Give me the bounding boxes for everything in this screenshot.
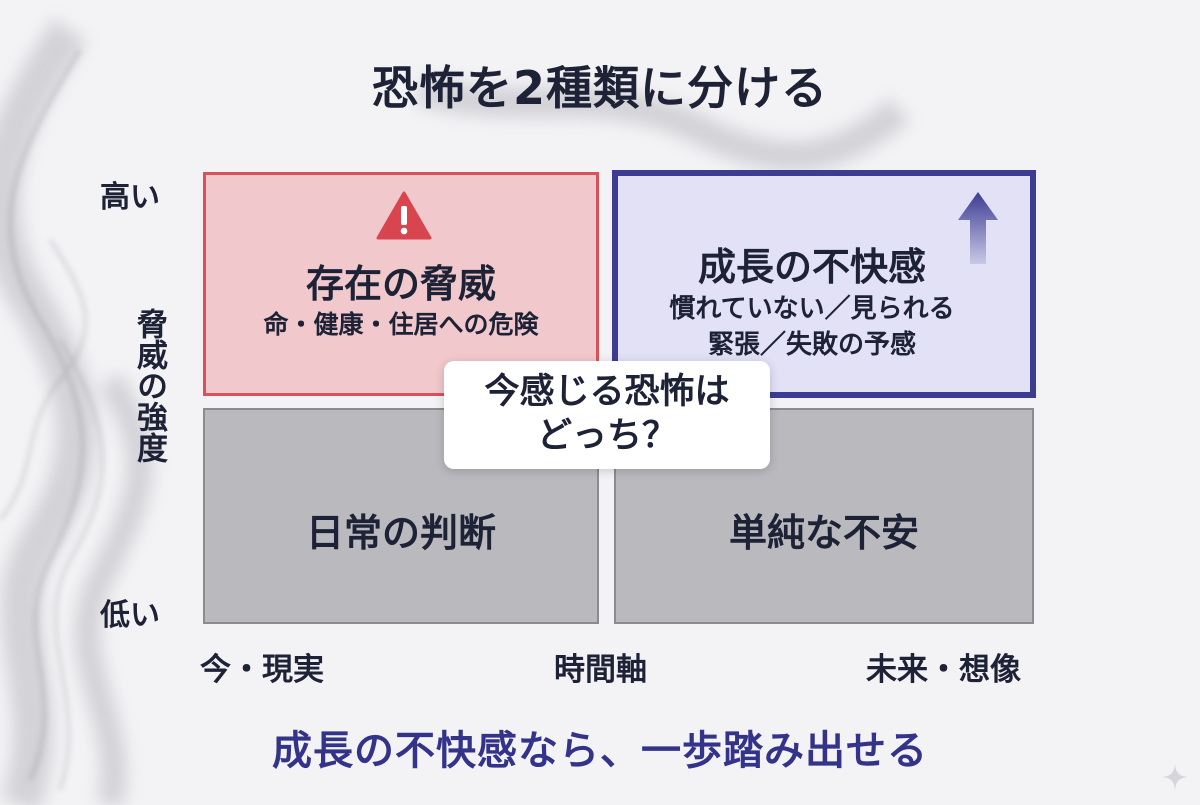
center-question-box: 今感じる恐怖は どっち？ — [444, 361, 770, 469]
x-axis-right-label: 未来・想像 — [866, 652, 1021, 688]
question-line-2: どっち？ — [536, 416, 677, 456]
quadrant-subtitle: 命・健康・住居への危険 — [263, 310, 539, 339]
footer-message: 成長の不快感なら、一歩踏み出せる — [272, 728, 928, 774]
quadrant-existential-threat: 存在の脅威 命・健康・住居への危険 — [203, 172, 599, 396]
y-axis-label: 脅威の強度 — [131, 308, 167, 463]
quadrant-title: 日常の判断 — [305, 511, 496, 555]
sparkle-icon — [1162, 764, 1188, 790]
arrow-up-icon — [958, 192, 998, 264]
quadrant-title: 成長の不快感 — [697, 245, 926, 289]
page-title: 恐怖を2種類に分ける — [371, 61, 828, 115]
y-axis-high-label: 高い — [100, 180, 160, 215]
quadrant-title: 単純な不安 — [728, 511, 919, 555]
warning-icon — [376, 191, 432, 240]
x-axis-label: 時間軸 — [554, 652, 647, 688]
quadrant-title: 存在の脅威 — [305, 262, 496, 306]
quadrant-line-1: 慣れていない／見られる — [669, 294, 955, 324]
y-axis-low-label: 低い — [100, 598, 160, 633]
quadrant-line-2: 緊張／失敗の予感 — [707, 330, 916, 360]
quadrant-growth-discomfort: 成長の不快感 慣れていない／見られる 緊張／失敗の予感 — [612, 170, 1036, 398]
question-line-1: 今感じる恐怖は — [484, 372, 730, 412]
x-axis-left-label: 今・現実 — [200, 652, 324, 688]
